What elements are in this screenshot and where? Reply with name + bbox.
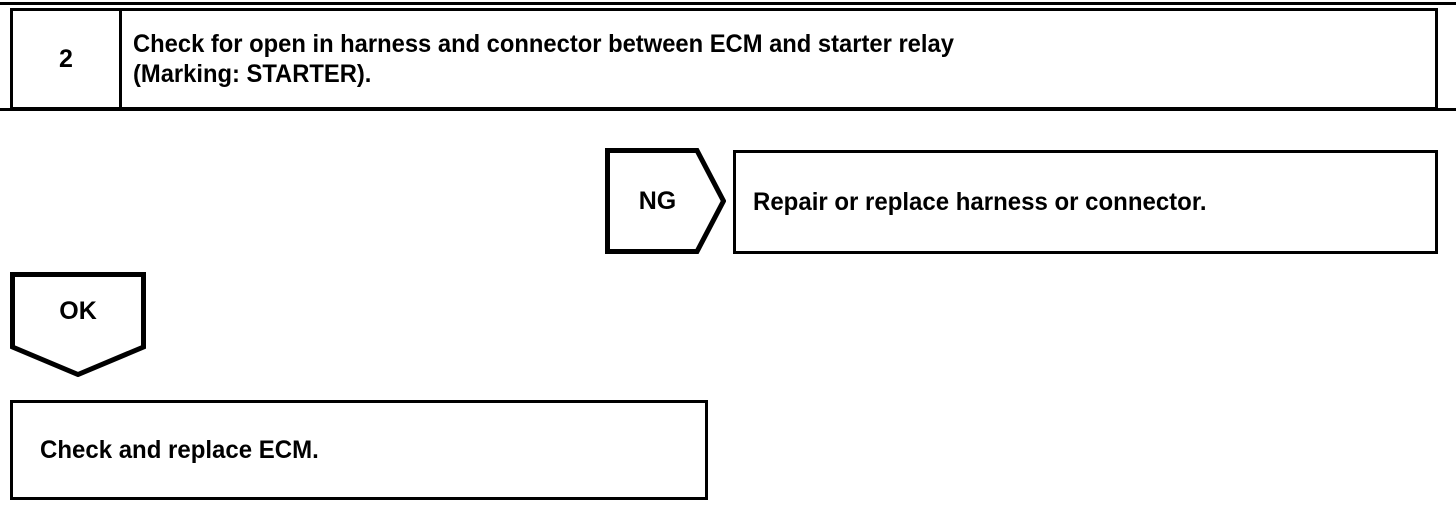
scan-artifact-line-top [0, 2, 1456, 5]
step-box: 2 Check for open in harness and connecto… [10, 8, 1438, 110]
ng-arrow-pentagon-icon [605, 148, 726, 254]
ok-arrow-pentagon-icon [10, 272, 146, 377]
step-text-line-2: (Marking: STARTER). [133, 60, 372, 88]
ok-result-text: Check and replace ECM. [40, 435, 319, 464]
step-number-cell: 2 [13, 11, 122, 107]
ok-result-box: Check and replace ECM. [10, 400, 708, 500]
ng-result-box: Repair or replace harness or connector. [733, 150, 1438, 254]
step-number: 2 [59, 44, 73, 73]
step-text-line-1: Check for open in harness and connector … [133, 30, 954, 58]
step-text-cell: Check for open in harness and connector … [122, 11, 1435, 107]
ng-result-text: Repair or replace harness or connector. [753, 187, 1207, 216]
